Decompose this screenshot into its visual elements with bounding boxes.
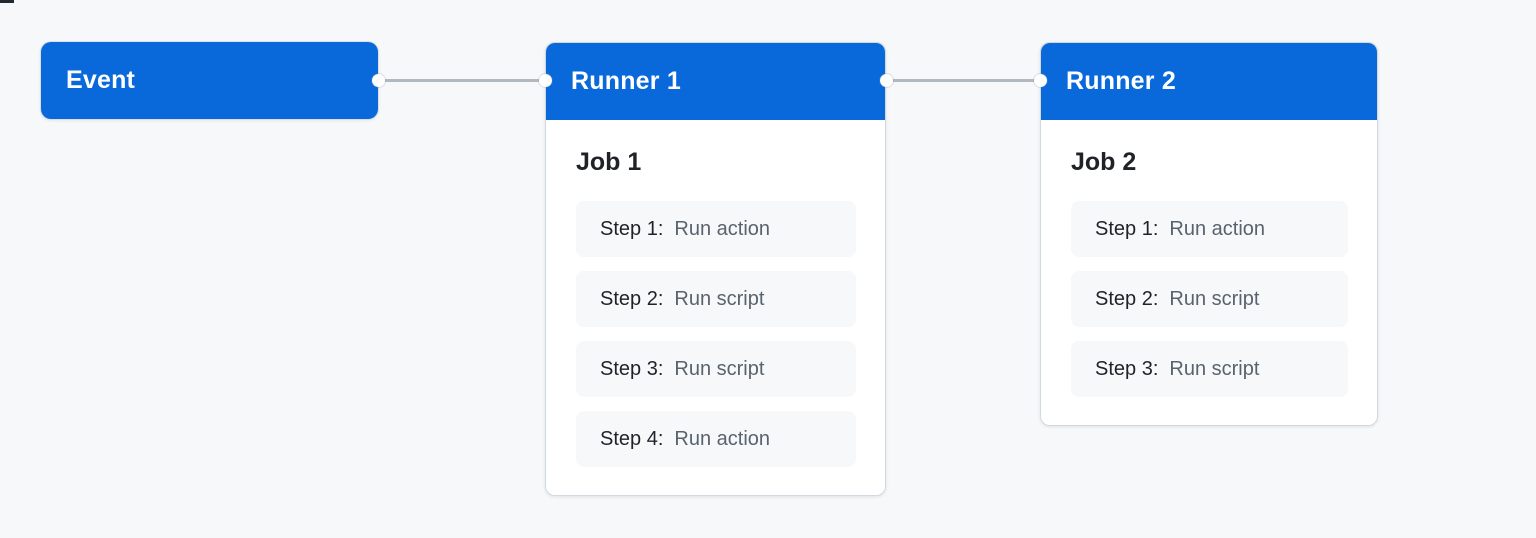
step-name: Step 4:: [600, 427, 664, 450]
step-desc: Run script: [1169, 287, 1260, 310]
connector-dot-event-right: [372, 74, 385, 87]
step-desc: Run action: [674, 427, 771, 450]
job1-title: Job 1: [576, 148, 642, 176]
job1-step-4: Step 4: Run action: [576, 411, 856, 467]
step-name: Step 2:: [600, 287, 664, 310]
event-node[interactable]: Event: [41, 42, 378, 119]
job1-step-2: Step 2: Run script: [576, 271, 856, 327]
step-name: Step 1:: [1095, 217, 1159, 240]
connector-event-to-runner1: [378, 79, 545, 82]
job1-step-1: Step 1: Run action: [576, 201, 856, 257]
job2-step-2: Step 2: Run script: [1071, 271, 1348, 327]
screen-edge-artifact: [0, 0, 14, 3]
runner2-body: Job 2 Step 1: Run action Step 2: Run scr…: [1041, 120, 1377, 425]
step-desc: Run action: [1169, 217, 1266, 240]
step-desc: Run action: [674, 217, 771, 240]
connector-runner1-to-runner2: [886, 79, 1040, 82]
step-name: Step 3:: [600, 357, 664, 380]
runner2-title: Runner 2: [1066, 67, 1176, 95]
event-label: Event: [66, 66, 136, 94]
job2-step-1: Step 1: Run action: [1071, 201, 1348, 257]
runner2-card[interactable]: Runner 2 Job 2 Step 1: Run action Step 2…: [1040, 42, 1378, 426]
runner1-title: Runner 1: [571, 67, 681, 95]
job1-step-3: Step 3: Run script: [576, 341, 856, 397]
runner2-header: Runner 2: [1041, 43, 1377, 120]
step-name: Step 1:: [600, 217, 664, 240]
job2-title: Job 2: [1071, 148, 1137, 176]
step-desc: Run script: [674, 287, 765, 310]
runner1-body: Job 1 Step 1: Run action Step 2: Run scr…: [546, 120, 885, 495]
connector-dot-runner2-left: [1034, 74, 1047, 87]
connector-dot-runner1-left: [539, 74, 552, 87]
runner1-card[interactable]: Runner 1 Job 1 Step 1: Run action Step 2…: [545, 42, 886, 496]
connector-dot-runner1-right: [880, 74, 893, 87]
step-name: Step 3:: [1095, 357, 1159, 380]
step-desc: Run script: [674, 357, 765, 380]
job2-step-3: Step 3: Run script: [1071, 341, 1348, 397]
step-name: Step 2:: [1095, 287, 1159, 310]
runner1-header: Runner 1: [546, 43, 885, 120]
step-desc: Run script: [1169, 357, 1260, 380]
